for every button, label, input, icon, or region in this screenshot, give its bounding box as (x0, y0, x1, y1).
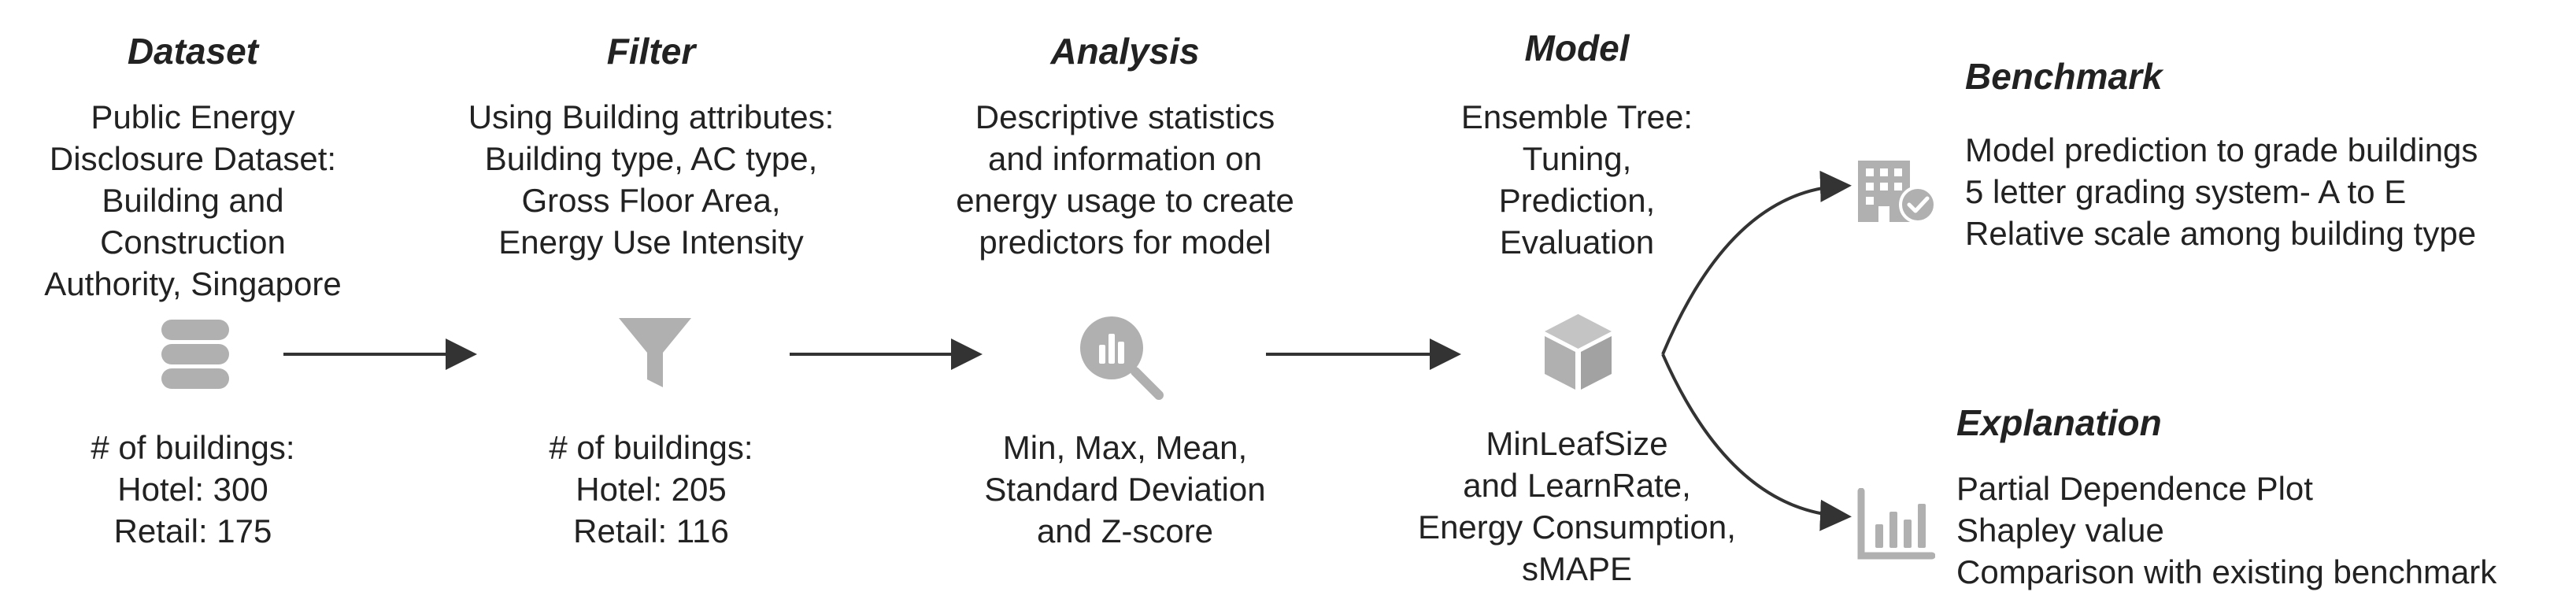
dataset-details-line: Hotel: 300 (117, 471, 268, 508)
dataset-description-line: Disclosure Dataset: (49, 140, 337, 177)
model-details-line: sMAPE (1521, 550, 1633, 587)
model-description-line: Ensemble Tree: (1460, 98, 1693, 135)
analysis-description-line: and information on (988, 140, 1262, 177)
magnifier-chart-icon (1080, 316, 1164, 400)
model-description: Ensemble Tree: Tuning, Prediction, Evalu… (1461, 96, 1693, 263)
model-details: MinLeafSize and LearnRate, Energy Consum… (1418, 423, 1736, 590)
bar-chart-icon (1857, 488, 1935, 560)
explanation-lines: Partial Dependence Plot Shapley value Co… (1956, 468, 2496, 593)
building-check-icon (1858, 161, 1937, 224)
arrow-model-to-benchmark (1661, 170, 1852, 355)
model-description-line: Prediction, (1498, 182, 1656, 219)
filter-description: Using Building attributes: Building type… (468, 96, 835, 263)
dataset-details-line: # of buildings: (91, 429, 295, 466)
dataset-description-line: Public Energy (91, 98, 295, 135)
benchmark-line: Relative scale among building type (1965, 215, 2477, 252)
benchmark-line: Model prediction to grade buildings (1965, 131, 2478, 168)
dataset-title: Dataset (127, 31, 259, 72)
analysis-details-line: and Z-score (1036, 512, 1214, 549)
filter-description-line: Using Building attributes: (468, 98, 835, 135)
filter-description-line: Energy Use Intensity (498, 224, 804, 261)
explanation-line: Comparison with existing benchmark (1956, 553, 2497, 590)
database-icon (161, 320, 229, 389)
model-details-line: MinLeafSize (1486, 425, 1668, 462)
benchmark-lines: Model prediction to grade buildings 5 le… (1965, 129, 2478, 254)
explanation-title: Explanation (1956, 402, 2162, 443)
dataset-description-line: Authority, Singapore (44, 265, 342, 302)
analysis-description-line: energy usage to create (956, 182, 1294, 219)
filter-details-line: Hotel: 205 (576, 471, 727, 508)
dataset-description-line: Construction (100, 224, 286, 261)
benchmark-line: 5 letter grading system- A to E (1965, 173, 2407, 210)
analysis-details-line: Standard Deviation (984, 471, 1266, 508)
analysis-details: Min, Max, Mean, Standard Deviation and Z… (984, 427, 1265, 552)
filter-description-line: Gross Floor Area, (521, 182, 781, 219)
filter-details: # of buildings: Hotel: 205 Retail: 116 (549, 427, 753, 552)
arrow-model-to-explanation (1661, 353, 1852, 531)
dataset-details: # of buildings: Hotel: 300 Retail: 175 (91, 427, 294, 552)
model-description-line: Evaluation (1499, 224, 1655, 261)
dataset-description-line: Building and (102, 182, 284, 219)
filter-description-line: Building type, AC type, (484, 140, 818, 177)
filter-title: Filter (606, 31, 696, 72)
model-details-line: Energy Consumption, (1418, 509, 1736, 546)
model-description-line: Tuning, (1522, 140, 1632, 177)
benchmark-title: Benchmark (1965, 56, 2163, 97)
filter-details-line: # of buildings: (549, 429, 753, 466)
dataset-description: Public Energy Disclosure Dataset: Buildi… (44, 96, 341, 305)
explanation-line: Shapley value (1956, 512, 2164, 549)
model-details-line: and LearnRate, (1463, 467, 1691, 504)
funnel-icon (619, 318, 691, 387)
analysis-title: Analysis (1050, 31, 1200, 72)
analysis-description-line: predictors for model (979, 224, 1271, 261)
analysis-description: Descriptive statistics and information o… (956, 96, 1294, 263)
model-title: Model (1524, 28, 1630, 68)
cube-icon (1545, 314, 1612, 390)
analysis-description-line: Descriptive statistics (975, 98, 1275, 135)
dataset-details-line: Retail: 175 (113, 512, 272, 549)
filter-details-line: Retail: 116 (573, 512, 729, 549)
explanation-line: Partial Dependence Plot (1956, 470, 2313, 507)
analysis-details-line: Min, Max, Mean, (1002, 429, 1248, 466)
